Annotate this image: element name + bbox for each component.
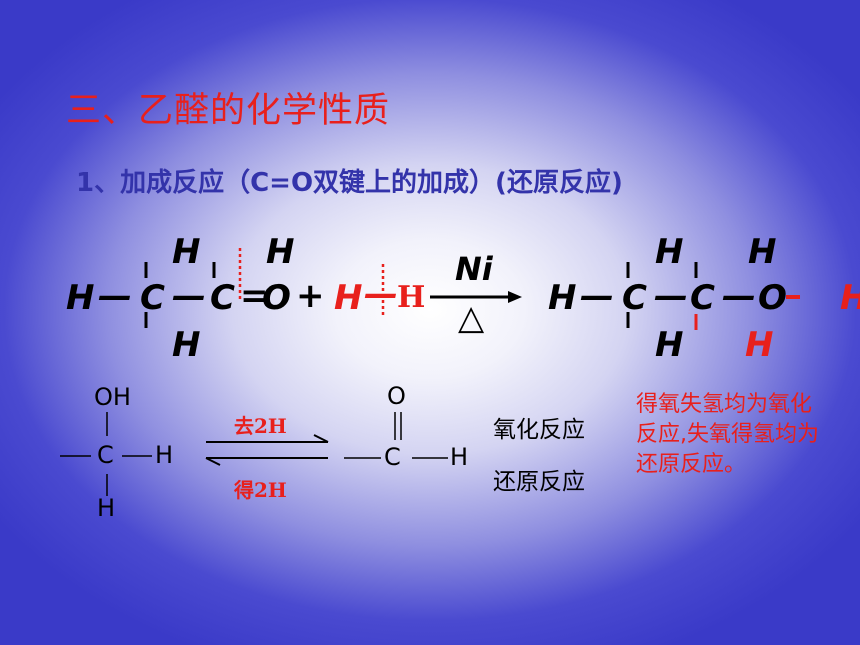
backward-arrowhead [205,457,221,466]
redox-note: 得氧失氢均为氧化反应,失氧得氢均为还原反应。 [636,392,819,477]
reactant-double-bond: = [240,276,269,316]
reactant-oxygen: O [262,278,291,318]
forward-arrowhead [313,434,329,443]
h2-right: H [397,280,426,315]
backward-label: 得2H [234,478,287,502]
reactant-bond-1: — [98,276,132,316]
product-oxygen: O [758,278,787,318]
catalyst-label: Ni [455,250,493,288]
product-bond-1: — [580,276,614,316]
reduction-label: 还原反应 [493,469,585,495]
reactant-h-top-2: H [266,232,295,272]
aldehyde-oxygen: O [387,382,406,410]
aldehyde-carbon: C [384,443,401,471]
reactant-h-left: H [66,278,95,318]
product-h-right: H [840,278,860,318]
product-h-bottom-1: H [655,325,684,365]
product-h-top-2: H [748,232,777,272]
h2-left: H [334,278,363,318]
heat-symbol: △ [458,298,485,338]
product-carbon-2: C [690,278,715,318]
product-carbon-1: C [622,278,647,318]
product-h-bottom-2: H [745,325,774,365]
reactant-h-bottom: H [172,325,201,365]
reactant-h-top-1: H [172,232,201,272]
alcohol-h-right: H [155,441,174,469]
oxidation-label: 氧化反应 [493,417,585,443]
reactant-carbon-2: C [210,278,235,318]
alcohol-h-bottom: H [97,494,116,522]
alcohol-oh: OH [94,383,131,411]
alcohol-carbon: C [97,441,114,469]
forward-label: 去2H [234,414,287,438]
reactant-bond-2: — [172,276,206,316]
product-h-top-1: H [655,232,684,272]
section-heading: 1、加成反应（C=O双键上的加成）(还原反应) [76,168,623,198]
product-bond-3: — [722,276,756,316]
h2-bond: — [364,274,398,314]
aldehyde-h-right: H [450,443,469,471]
plus-sign: + [296,276,325,316]
product-h-left: H [548,278,577,318]
product-bond-2: — [654,276,688,316]
slide-title: 三、乙醛的化学性质 [66,91,391,131]
reactant-carbon-1: C [140,278,165,318]
reaction-arrowhead [508,291,522,303]
